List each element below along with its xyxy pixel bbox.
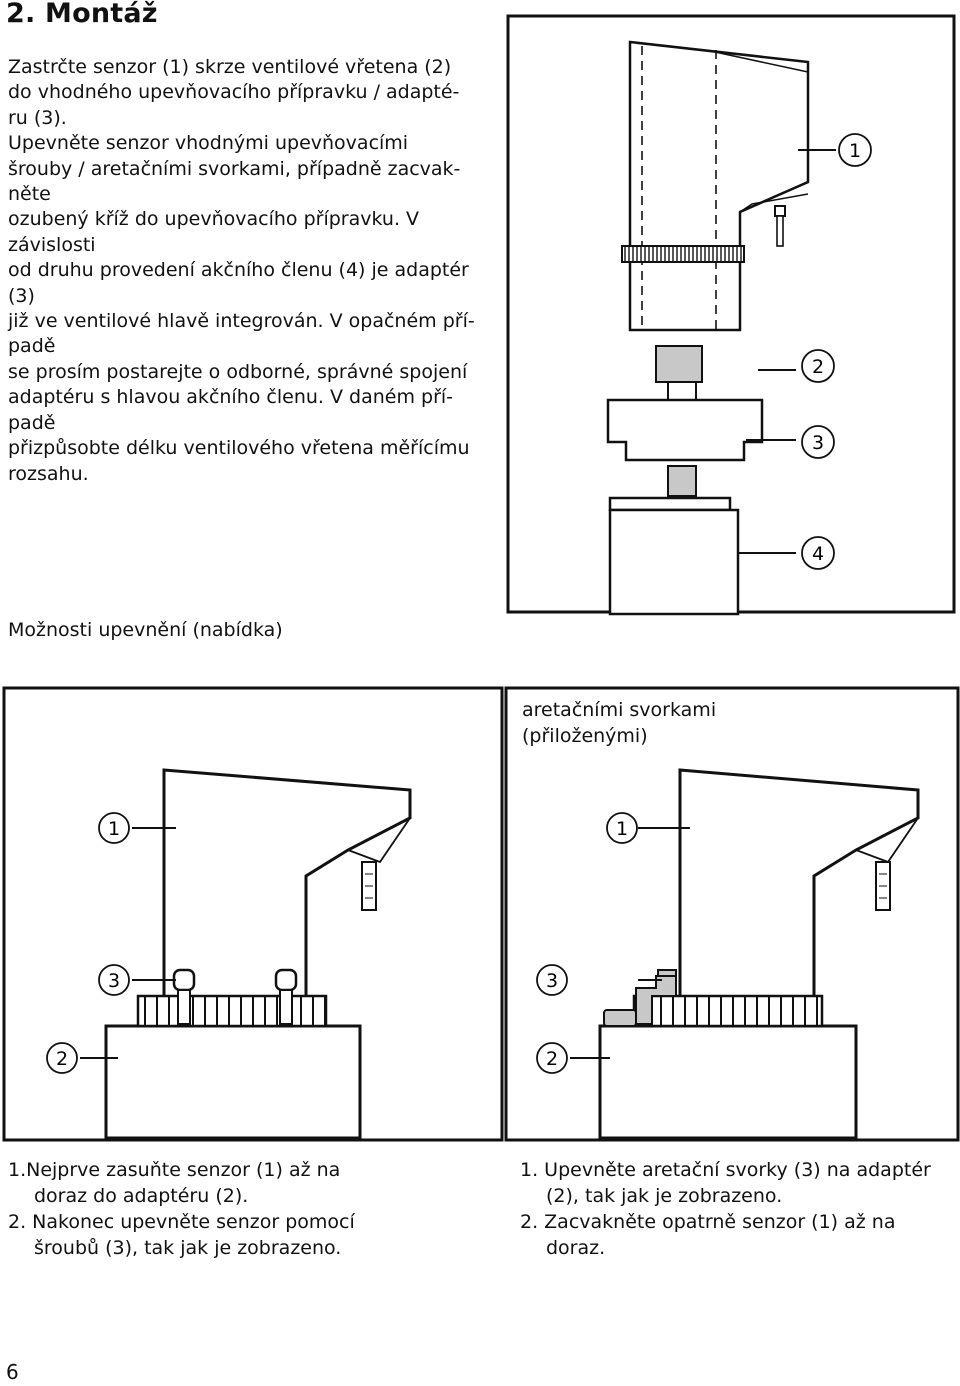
toothed-ring xyxy=(632,994,824,1028)
sensor-body xyxy=(628,40,810,332)
intro-paragraph: Zastrčte senzor (1) skrze ventilové vřet… xyxy=(8,55,498,487)
knurled-ring xyxy=(621,245,745,263)
page-number: 6 xyxy=(6,1360,19,1384)
toothed-ring xyxy=(136,994,328,1028)
clamps-panel-label: aretačními svorkami (přiloženými) xyxy=(522,697,716,749)
svg-text:1: 1 xyxy=(616,818,628,840)
intro-line: ru (3). xyxy=(8,106,67,129)
intro-line: padě xyxy=(8,335,56,358)
caption-line: šroubů (3), tak jak je zobrazeno. xyxy=(34,1237,342,1259)
callout-2: 2 xyxy=(46,1042,78,1074)
intro-line: přizpůsobte délku ventilového vřetena mě… xyxy=(8,437,470,460)
callout-2: 2 xyxy=(536,1042,568,1074)
panel-label-line: (přiloženými) xyxy=(522,725,648,747)
screws-caption: 1.Nejprve zasuňte senzor (1) až na doraz… xyxy=(8,1157,355,1261)
caption-line: 2. Nakonec upevněte senzor pomocí xyxy=(8,1211,355,1233)
panel-screws: 1 3 2 xyxy=(2,686,504,1142)
intro-line: rozsahu. xyxy=(8,462,89,485)
adapter-base xyxy=(104,1024,362,1140)
svg-text:2: 2 xyxy=(812,356,824,378)
locking-clamp xyxy=(603,969,677,1027)
intro-line: Zastrčte senzor (1) skrze ventilové vřet… xyxy=(8,56,452,78)
section-title: 2. Montáž xyxy=(6,0,158,29)
intro-line: šrouby / aretačními svorkami, případně z… xyxy=(8,157,461,180)
screw xyxy=(274,968,298,1025)
caption-line: 2. Zacvakněte opatrně senzor (1) až na xyxy=(520,1211,896,1233)
svg-text:3: 3 xyxy=(108,970,120,992)
top-figure: 1 2 3 4 xyxy=(506,14,956,616)
intro-line: od druhu provedení akčního členu (4) je … xyxy=(8,259,469,282)
caption-line: doraz do adaptéru (2). xyxy=(34,1185,249,1207)
svg-text:4: 4 xyxy=(812,543,824,565)
callout-3: 3 xyxy=(801,425,835,459)
screw xyxy=(172,968,196,1025)
intro-line: adaptéru s hlavou akčního členu. V daném… xyxy=(8,386,454,409)
intro-line: ozubený kříž do upevňovacího přípravku. … xyxy=(8,208,420,231)
svg-text:3: 3 xyxy=(546,970,558,992)
intro-line: padě xyxy=(8,411,56,434)
intro-line: něte xyxy=(8,183,51,206)
actuator xyxy=(608,508,740,616)
caption-line: 1. Upevněte aretační svorky (3) na adapt… xyxy=(520,1159,931,1181)
intro-line: se prosím postarejte o odborné, správné … xyxy=(8,360,468,383)
intro-line: již ve ventilové hlavě integrován. V opa… xyxy=(8,310,475,333)
intro-line: závislosti xyxy=(8,233,96,256)
callout-1: 1 xyxy=(838,133,872,167)
svg-text:2: 2 xyxy=(56,1048,68,1070)
caption-line: (2), tak jak je zobrazeno. xyxy=(546,1185,783,1207)
valve-spindle xyxy=(655,345,703,383)
panel-label-line: aretačními svorkami xyxy=(522,699,717,721)
callout-2: 2 xyxy=(801,349,835,383)
callout-4: 4 xyxy=(801,536,835,570)
svg-text:3: 3 xyxy=(812,432,824,454)
connector-pin xyxy=(776,215,784,247)
callout-1: 1 xyxy=(98,812,130,844)
callout-3: 3 xyxy=(536,964,568,996)
panel-screws-frame xyxy=(2,686,504,1142)
svg-text:1: 1 xyxy=(849,140,861,162)
intro-line: Upevněte senzor vhodnými upevňovacími xyxy=(8,132,409,155)
panel-clamps: 1 3 2 xyxy=(504,686,960,1142)
callout-1: 1 xyxy=(606,812,638,844)
svg-text:2: 2 xyxy=(546,1048,558,1070)
panel-clamps-frame xyxy=(504,686,960,1142)
callout-3: 3 xyxy=(98,964,130,996)
adapter xyxy=(606,398,764,462)
options-heading: Možnosti upevnění (nabídka) xyxy=(8,619,283,641)
intro-line: (3) xyxy=(8,284,35,307)
svg-text:1: 1 xyxy=(108,818,120,840)
caption-line: 1.Nejprve zasuňte senzor (1) až na xyxy=(8,1159,341,1181)
intro-line: do vhodného upevňovacího přípravku / ada… xyxy=(8,81,460,104)
clamps-caption: 1. Upevněte aretační svorky (3) na adapt… xyxy=(520,1157,931,1261)
adapter-base xyxy=(598,1024,858,1140)
caption-line: doraz. xyxy=(546,1237,606,1259)
